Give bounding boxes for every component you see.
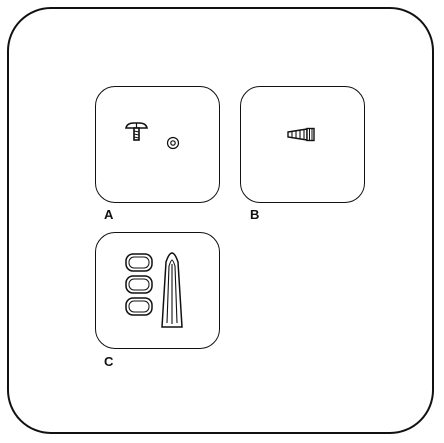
foam-pad-icon — [125, 275, 153, 294]
parts-diagram-frame — [7, 7, 434, 434]
foam-pad-icon — [125, 297, 153, 316]
screw-icon — [125, 122, 148, 141]
part-c-label: C — [104, 354, 114, 369]
part-a-box — [95, 86, 220, 203]
u-clip-icon — [161, 252, 183, 328]
part-b-label: B — [250, 207, 260, 222]
part-a-illustration — [125, 122, 180, 150]
washer-icon — [166, 136, 180, 150]
part-a-label: A — [104, 207, 114, 222]
wire-nut-icon — [287, 127, 315, 142]
part-b-box — [240, 86, 365, 203]
part-c-illustration — [125, 252, 183, 328]
part-c-box — [95, 232, 220, 349]
foam-pad-icon — [125, 253, 153, 272]
part-b-illustration — [287, 127, 315, 142]
